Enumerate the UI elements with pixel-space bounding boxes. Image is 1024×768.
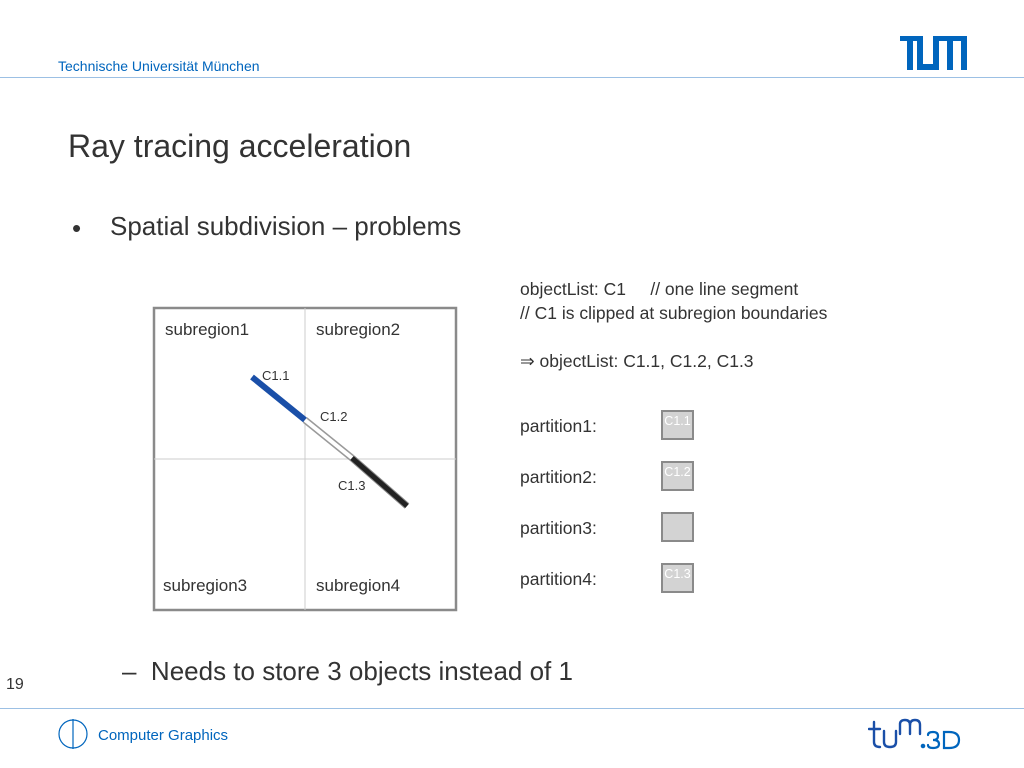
partition-label-2: partition2: bbox=[520, 467, 597, 487]
partition-box-2: C1.2 bbox=[661, 461, 694, 491]
segment-c1-3 bbox=[350, 456, 409, 508]
tum-logo bbox=[900, 36, 967, 70]
footer-divider bbox=[0, 708, 1024, 709]
sub-bullet: – Needs to store 3 objects instead of 1 bbox=[122, 656, 573, 687]
header-divider bbox=[0, 77, 1024, 78]
institution-name: Technische Universität München bbox=[58, 58, 260, 74]
segment-label-c1-3: C1.3 bbox=[338, 478, 365, 493]
segment-c1-2 bbox=[303, 418, 354, 460]
segment-label-c1-2: C1.2 bbox=[320, 409, 347, 424]
bullet-text: Spatial subdivision – problems bbox=[110, 211, 462, 241]
result-object-list: ⇒ objectList: C1.1, C1.2, C1.3 bbox=[520, 351, 754, 372]
partition-box-3 bbox=[661, 512, 694, 542]
result-object-list-text: objectList: C1.1, C1.2, C1.3 bbox=[534, 351, 754, 371]
sub-bullet-marker: – bbox=[122, 656, 137, 686]
clipping-comment: // C1 is clipped at subregion boundaries bbox=[520, 303, 828, 323]
bullet-marker: • bbox=[72, 213, 82, 243]
tum-3d-logo bbox=[868, 718, 961, 750]
region-label-1: subregion1 bbox=[165, 320, 249, 339]
region-label-3: subregion3 bbox=[163, 576, 247, 595]
subdivision-diagram: subregion1 subregion2 subregion3 subregi… bbox=[152, 306, 458, 612]
sub-bullet-text: Needs to store 3 objects instead of 1 bbox=[150, 656, 573, 686]
partition-label-1: partition1: bbox=[520, 416, 597, 436]
slide-title: Ray tracing acceleration bbox=[68, 128, 412, 164]
chair-name: Computer Graphics bbox=[98, 727, 229, 744]
partition-box-4: C1.3 bbox=[661, 563, 694, 593]
implies-arrow-icon: ⇒ bbox=[520, 351, 535, 371]
page-number: 19 bbox=[6, 676, 24, 693]
segment-label-c1-1: C1.1 bbox=[262, 368, 289, 383]
object-list-line: objectList: C1 // one line segment bbox=[520, 279, 799, 299]
partition-label-3: partition3: bbox=[520, 518, 597, 538]
computer-graphics-logo-icon bbox=[58, 719, 88, 749]
partition-box-1: C1.1 bbox=[661, 410, 694, 440]
region-label-4: subregion4 bbox=[316, 576, 400, 595]
partition-label-4: partition4: bbox=[520, 569, 597, 589]
segment-c1-1 bbox=[250, 374, 307, 423]
region-label-2: subregion2 bbox=[316, 320, 400, 339]
